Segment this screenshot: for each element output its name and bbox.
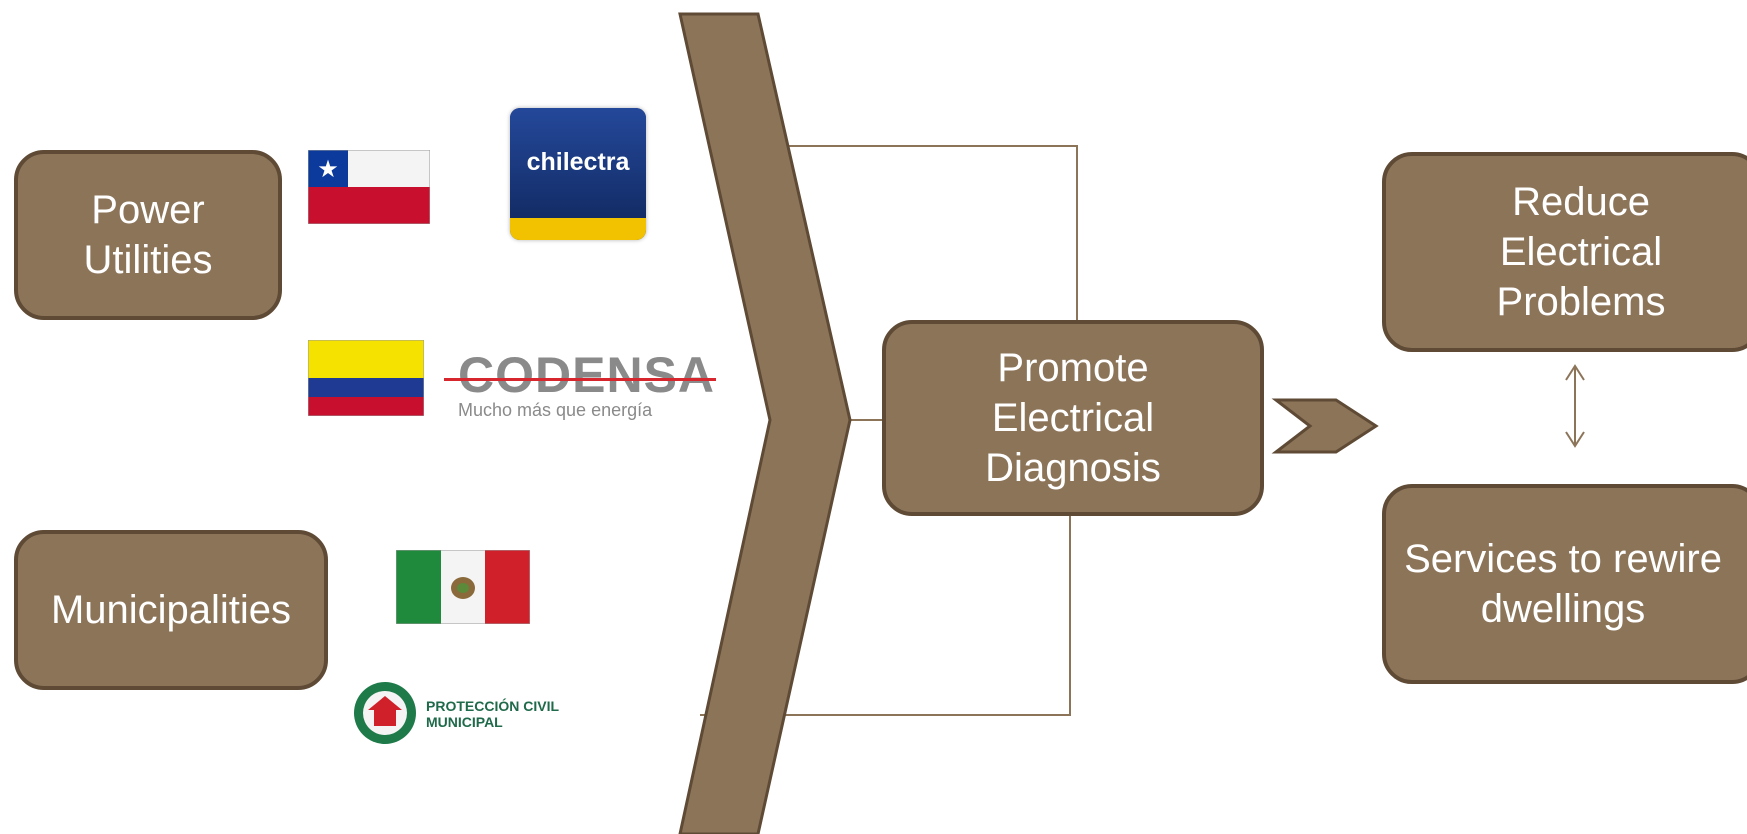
promote-diagnosis-box: Promote Electrical Diagnosis	[882, 320, 1264, 516]
proteccion-civil-line1: PROTECCIÓN CIVIL	[426, 698, 560, 714]
colombia-flag	[308, 340, 424, 416]
chilectra-logo: chilectra	[510, 108, 646, 240]
municipalities-box: Municipalities	[14, 530, 328, 690]
power-utilities-box: Power Utilities	[14, 150, 282, 320]
municipalities-label: Municipalities	[50, 588, 292, 632]
connector-bottom	[700, 514, 1071, 716]
proteccion-civil-logo: PROTECCIÓN CIVIL MUNICIPAL	[350, 670, 590, 750]
chevron-big-icon	[678, 12, 852, 834]
double-arrow-icon	[1565, 364, 1585, 448]
reduce-problems-box: Reduce Electrical Problems	[1382, 152, 1747, 352]
connector-top	[710, 145, 1078, 322]
promote-diagnosis-label: Promote Electrical Diagnosis	[985, 346, 1161, 490]
reduce-problems-label: Reduce Electrical Problems	[1496, 180, 1666, 324]
codensa-logo-name: CODENSA	[458, 347, 716, 403]
codensa-logo-swoosh	[444, 378, 716, 381]
proteccion-civil-line2: MUNICIPAL	[426, 714, 503, 730]
chile-flag: ★	[308, 150, 430, 224]
chilectra-logo-text: chilectra	[526, 148, 630, 176]
connector-lines	[700, 145, 1078, 716]
services-rewire-box: Services to rewire dwellings	[1382, 484, 1747, 684]
chevron-small-icon	[1271, 398, 1379, 454]
codensa-logo: CODENSA Mucho más que energía	[444, 346, 716, 426]
proteccion-civil-emblem-icon	[354, 682, 416, 744]
mexico-flag	[396, 550, 530, 624]
power-utilities-label: Power Utilities	[83, 188, 213, 282]
codensa-logo-tagline: Mucho más que energía	[458, 400, 653, 420]
svg-text:★: ★	[317, 155, 339, 183]
services-rewire-label: Services to rewire dwellings	[1404, 537, 1722, 631]
